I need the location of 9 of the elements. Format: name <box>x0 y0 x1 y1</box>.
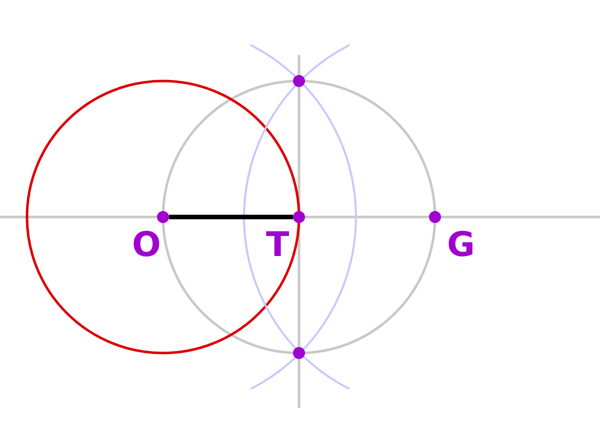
point-label: G <box>447 228 475 262</box>
point-marker <box>157 211 169 223</box>
line-segment <box>169 214 293 220</box>
point-label: T <box>266 228 290 262</box>
point-marker <box>293 75 305 87</box>
point-marker <box>293 211 305 223</box>
point-label: O <box>132 228 161 262</box>
point-marker <box>293 347 305 359</box>
point-marker <box>429 211 441 223</box>
